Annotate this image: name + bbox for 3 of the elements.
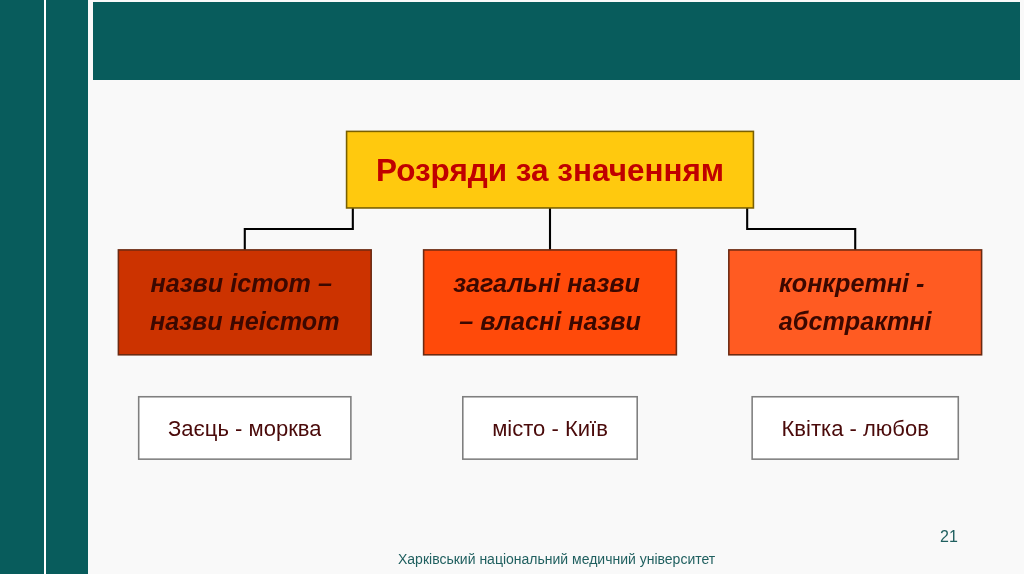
footer-text: Харківський національний медичний університет — [398, 551, 716, 567]
page-number: 21 — [940, 528, 958, 546]
tree-diagram: Розряди за значенням назви істот – назви неістот загальні назви – власні назви конкретні - абстрактні Заєць - морква місто - Київ Квітка - любов — [110, 122, 990, 468]
